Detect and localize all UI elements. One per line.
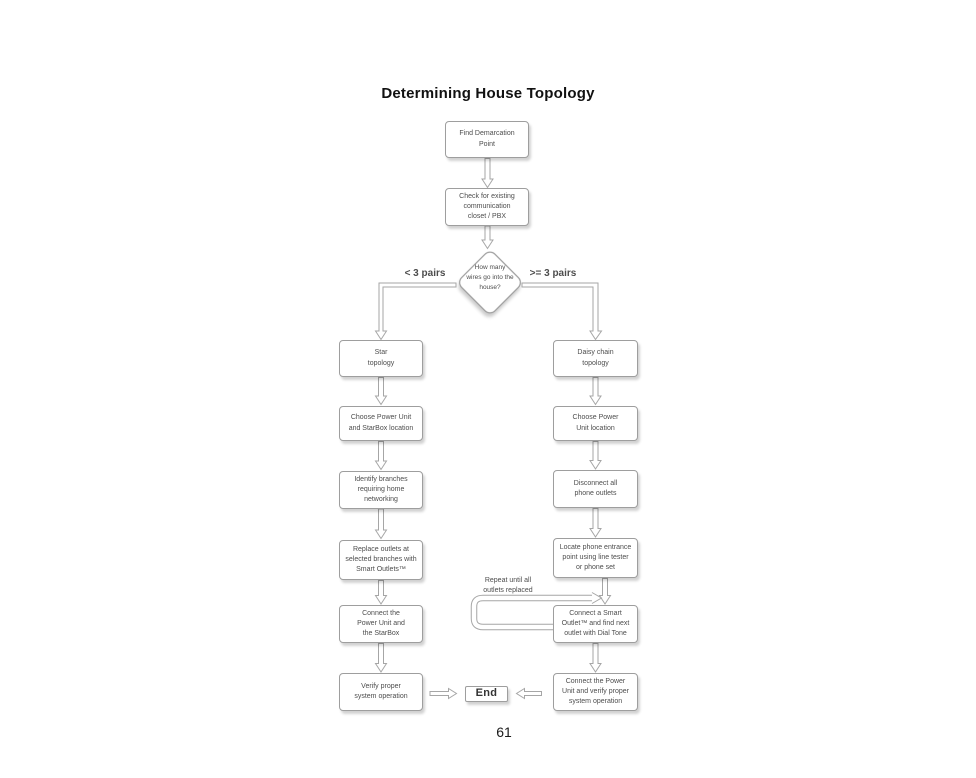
node-identify-branches: Identify branches requiring home network…	[339, 471, 423, 509]
connector-branch-right	[521, 282, 603, 341]
connector-smart-to-power	[589, 643, 602, 673]
decision-diamond	[459, 251, 521, 314]
loop-arrowhead	[591, 592, 603, 604]
connector-check-to-decision	[481, 225, 494, 250]
branch-label-left: < 3 pairs	[404, 268, 446, 279]
node-daisy-chain: Daisy chain topology	[553, 340, 638, 377]
node-choose-power-location: Choose Power Unit location	[553, 406, 638, 441]
connector-star-to-choose	[374, 377, 388, 406]
node-connect-smart-outlet: Connect a Smart Outlet™ and find next ou…	[553, 605, 638, 643]
connector-daisy-to-choose	[589, 377, 602, 406]
connector-replace-to-connect	[374, 580, 388, 605]
decision-how-many-wires: How many wires go into the house?	[466, 264, 514, 291]
connector-locate-to-smart	[598, 578, 612, 605]
node-locate-entrance: Locate phone entrance point using line t…	[553, 538, 638, 578]
node-check-existing: Check for existing communication closet …	[445, 188, 529, 226]
node-end: End	[465, 686, 508, 702]
node-choose-power-starbox: Choose Power Unit and StarBox location	[339, 406, 423, 441]
connector-connect-to-verify	[374, 643, 388, 673]
node-connect-power-verify: Connect the Power Unit and verify proper…	[553, 673, 638, 711]
connector-choose-to-disconnect	[589, 441, 602, 470]
connector-verify-to-end	[429, 687, 458, 700]
node-star-topology: Star topology	[339, 340, 423, 377]
repeat-loop-label: Repeat until all outlets replaced	[483, 577, 533, 594]
connector-power-to-end	[515, 687, 542, 700]
node-verify-system: Verify proper system operation	[339, 673, 423, 711]
page-title: Determining House Topology	[381, 85, 595, 102]
node-replace-outlets: Replace outlets at selected branches wit…	[339, 540, 423, 580]
connector-disconnect-to-locate	[589, 508, 602, 538]
node-find-demarcation: Find Demarcation Point	[445, 121, 529, 158]
page-number: 61	[496, 724, 512, 740]
connector-identify-to-replace	[374, 508, 388, 540]
branch-label-right: >= 3 pairs	[529, 268, 577, 279]
connector-start-to-check	[481, 158, 494, 189]
node-connect-power-starbox: Connect the Power Unit and the StarBox	[339, 605, 423, 643]
node-disconnect-outlets: Disconnect all phone outlets	[553, 470, 638, 508]
loop-channel-inner	[471, 595, 592, 630]
repeat-loop-connector	[470, 592, 603, 631]
connector-branch-left	[374, 282, 457, 341]
connector-choose-to-identify	[374, 441, 388, 471]
